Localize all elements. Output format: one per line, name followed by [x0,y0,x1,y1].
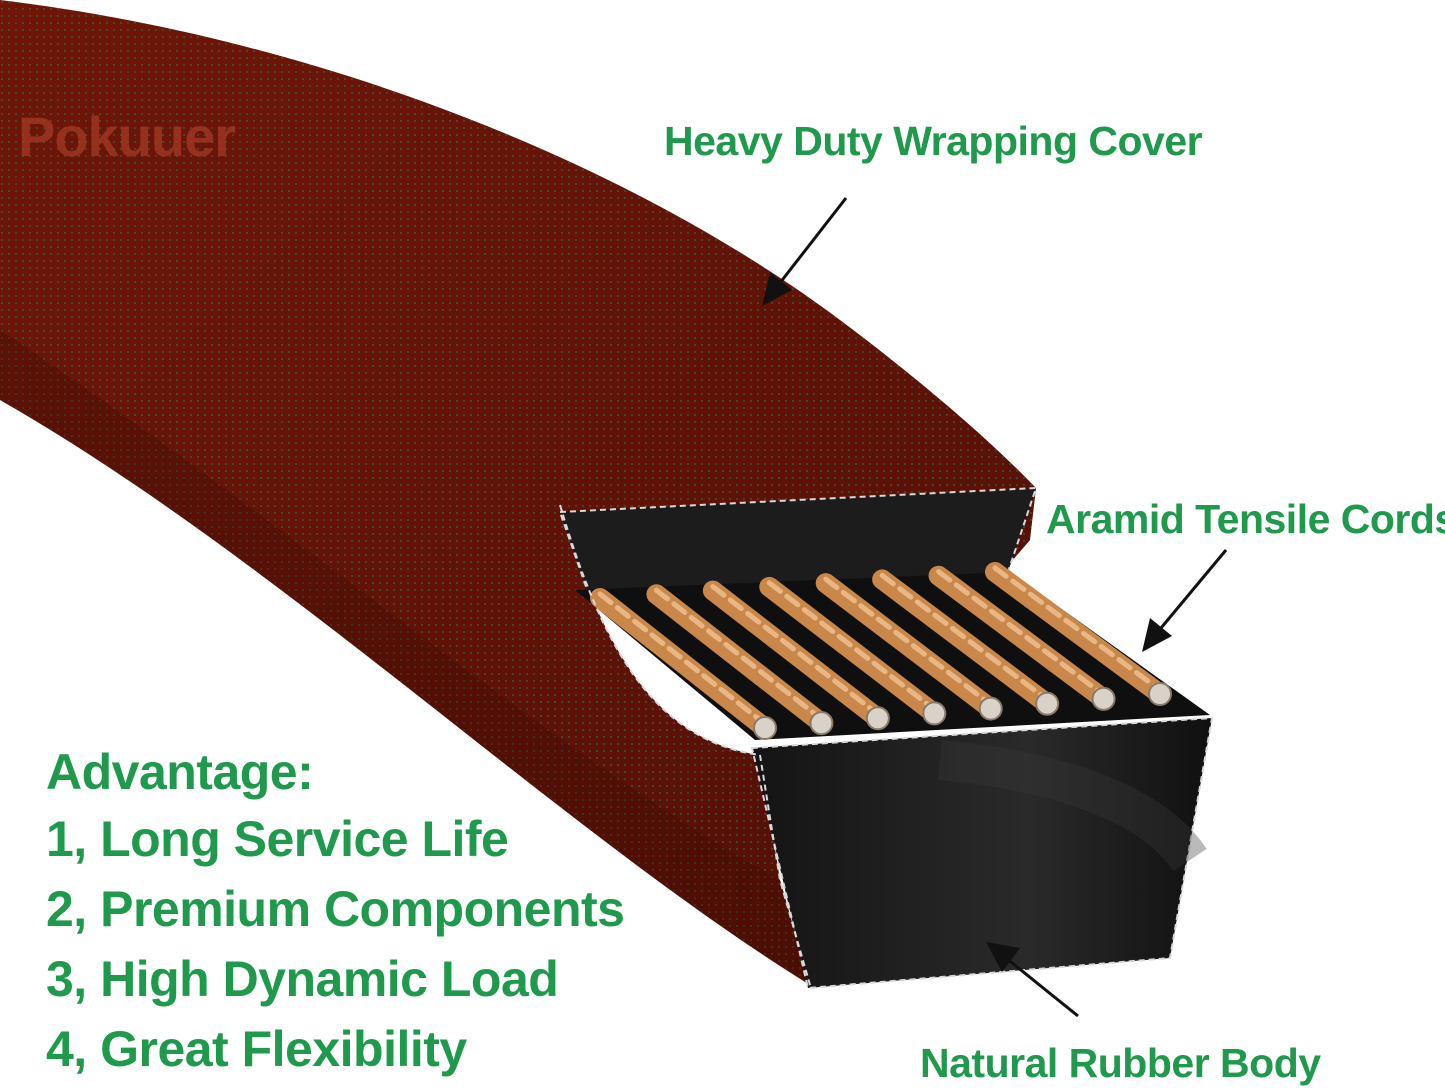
advantage-item: 1, Long Service Life [46,811,509,867]
tensile-cord [815,573,1001,719]
tensile-cord-end [978,696,1003,721]
label-wrapping-cover: Heavy Duty Wrapping Cover [664,118,1203,164]
tensile-cord-highlight [936,569,1107,698]
tensile-cord [702,580,888,729]
advantage-item: 2, Premium Components [46,881,625,937]
tensile-cord [872,569,1058,714]
tensile-cord-end [753,716,777,740]
tensile-cord-end [809,711,834,736]
tensile-cord [985,562,1170,704]
tensile-cord-highlight [653,587,824,722]
tensile-cord-highlight [710,584,881,717]
tensile-cord-highlight [823,576,994,708]
advantage-item: 4, Great Flexibility [46,1021,467,1077]
tensile-cord-end [1148,682,1172,706]
label-tensile-cords: Aramid Tensile Cords [1046,496,1445,542]
tensile-cord-end [865,706,890,731]
tensile-cord-end [922,701,947,726]
tensile-cord-highlight [992,565,1163,693]
advantages-items: 1, Long Service Life 2, Premium Componen… [46,804,625,1084]
tensile-cord [590,588,775,738]
brand-watermark: Pokuuer [18,105,236,168]
tensile-cord-highlight [597,591,768,727]
tensile-cord-highlight [879,572,1050,703]
tensile-cord-end [1091,686,1116,711]
label-rubber-body: Natural Rubber Body [920,1040,1321,1086]
arrow-cords [1142,549,1228,652]
tensile-cord [646,584,832,734]
tensile-cord-end [1035,691,1060,716]
advantages-title: Advantage: [46,744,314,800]
rubber-body-face [752,718,1212,988]
aramid-tensile-cords [590,562,1172,740]
belt-top-layer [560,488,1036,598]
advantages-list: Advantage: 1, Long Service Life 2, Premi… [46,740,625,1084]
tensile-cord [759,576,945,724]
tensile-cord [928,565,1114,709]
arrow-rubber [986,942,1079,1018]
arrow-cover [762,197,848,306]
tensile-cord-highlight [766,580,937,712]
advantage-item: 3, High Dynamic Load [46,951,559,1007]
